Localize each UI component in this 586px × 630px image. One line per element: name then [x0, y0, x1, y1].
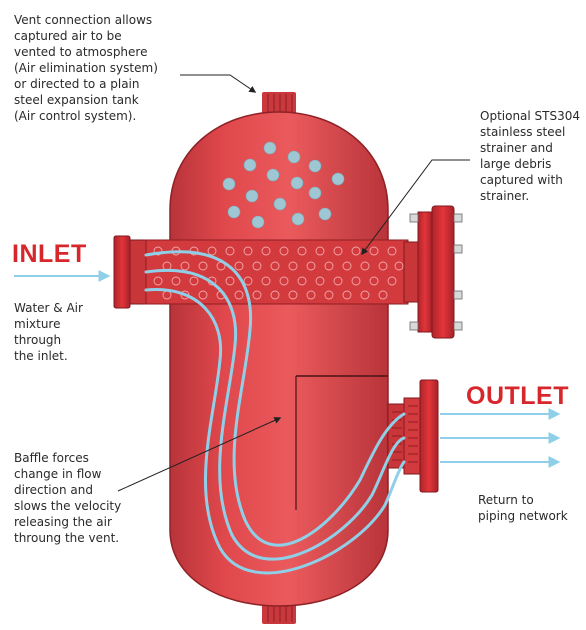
outlet-arrows [440, 414, 558, 462]
strainer-note: Optional STS304 stainless steel strainer… [480, 108, 580, 204]
baffle-note: Baffle forces change in flow direction a… [14, 450, 121, 546]
outlet-flange [388, 380, 438, 492]
vent-note: Vent connection allows captured air to b… [14, 12, 158, 124]
strainer-access-flange [404, 206, 462, 338]
inlet-title: INLET [12, 240, 87, 269]
outlet-note: Return to piping network [478, 492, 568, 524]
outlet-title: OUTLET [466, 382, 569, 411]
inlet-flange [114, 236, 146, 308]
tank-body [170, 112, 388, 606]
inlet-note: Water & Air mixture through the inlet. [14, 300, 83, 364]
vent-callout-line [180, 75, 255, 92]
